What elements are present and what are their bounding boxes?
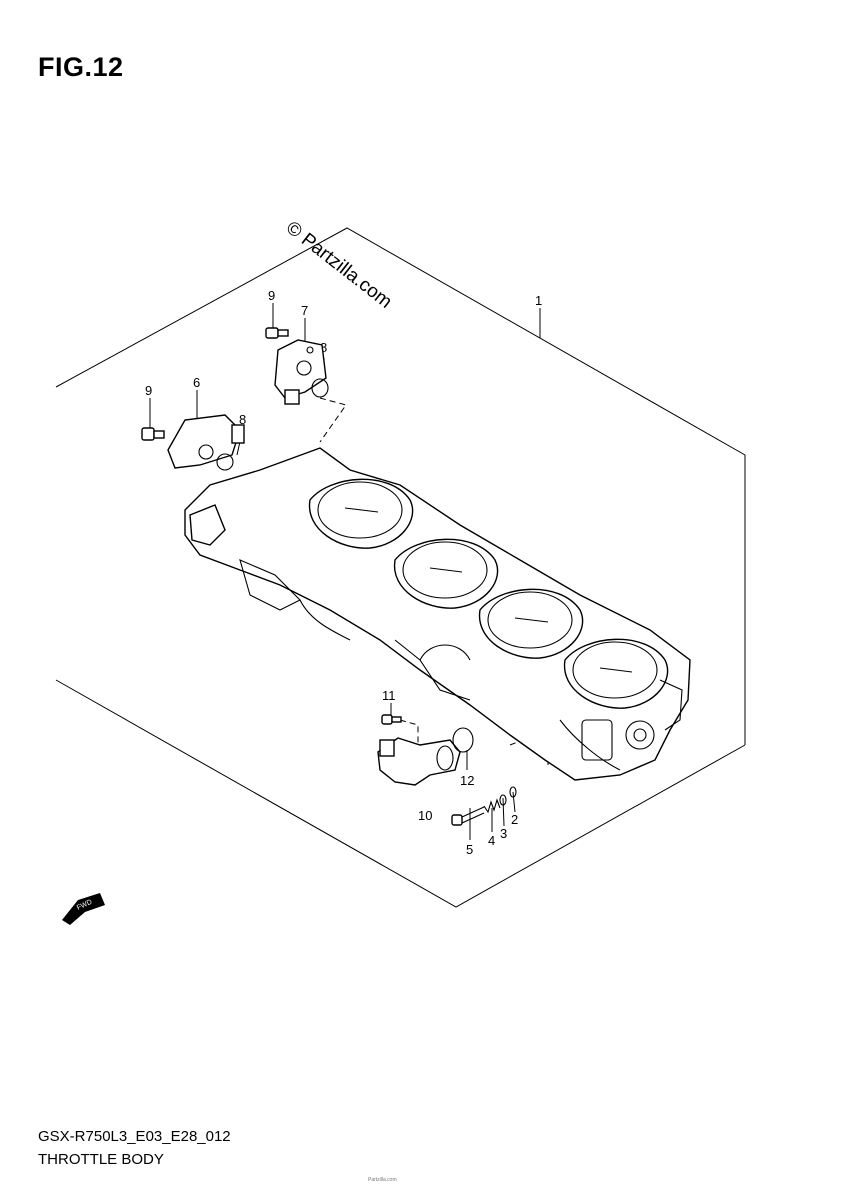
screw-5 — [451, 806, 485, 826]
callout-3: 3 — [500, 826, 507, 841]
leader-3 — [502, 797, 505, 827]
diagram-name: THROTTLE BODY — [38, 1151, 164, 1168]
washer-3 — [499, 794, 507, 806]
idle-air-sensor-10 — [377, 737, 461, 786]
spring-4 — [483, 798, 501, 814]
callout-1: 1 — [535, 293, 542, 308]
screw-11 — [381, 714, 402, 725]
callout-10: 10 — [418, 808, 432, 823]
callout-12: 12 — [460, 773, 474, 788]
callout-9-top: 9 — [268, 288, 275, 303]
callout-8-top: 8 — [320, 340, 327, 355]
o-ring-2 — [509, 786, 517, 798]
o-ring-8-top — [311, 378, 329, 398]
callout-5: 5 — [466, 842, 473, 857]
callout-9-left: 9 — [145, 383, 152, 398]
throttle-body-assembly-1 — [184, 447, 691, 781]
assembly-outline-lower — [55, 679, 746, 908]
callout-6: 6 — [193, 375, 200, 390]
partzilla-watermark: © Partzilla.com — [282, 217, 396, 312]
callout-8-left: 8 — [239, 412, 246, 427]
footer-fine-print: Partzilla.com — [368, 1177, 397, 1183]
callout-7: 7 — [301, 303, 308, 318]
throttle-position-sensor-7 — [274, 339, 327, 405]
callout-2: 2 — [511, 812, 518, 827]
leader-2 — [512, 791, 516, 813]
callout-11: 11 — [382, 688, 396, 703]
sensor-link-dashed — [319, 397, 347, 443]
bolt-9-top — [265, 327, 289, 339]
callout-4: 4 — [488, 833, 495, 848]
fwd-arrow-icon: FWD — [62, 893, 105, 925]
o-ring-8-left — [216, 453, 234, 471]
bolt-9-left — [141, 427, 165, 441]
figure-label: FIG.12 — [38, 52, 124, 82]
o-ring-12 — [452, 727, 474, 753]
model-code: GSX-R750L3_E03_E28_012 — [38, 1128, 231, 1145]
